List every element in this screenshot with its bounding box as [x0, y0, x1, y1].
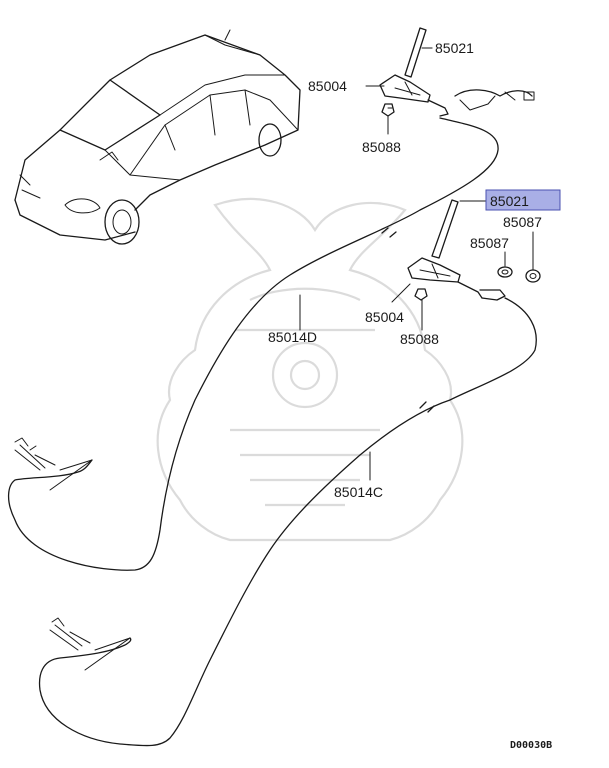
- label-85021-lower[interactable]: 85021: [490, 193, 529, 209]
- label-85088-lower[interactable]: 85088: [400, 331, 439, 347]
- label-85004-upper[interactable]: 85004: [308, 78, 347, 94]
- label-85014d[interactable]: 85014D: [268, 329, 317, 345]
- label-85087-b[interactable]: 85087: [470, 235, 509, 251]
- antenna-rod-upper: [404, 27, 427, 78]
- label-85088-upper[interactable]: 85088: [362, 139, 401, 155]
- watermark-emblem: [156, 197, 464, 542]
- feeder-cable-85014c: [38, 297, 537, 747]
- upper-antenna-assembly: [379, 27, 535, 117]
- label-85014c[interactable]: 85014C: [334, 484, 383, 500]
- label-85087-a[interactable]: 85087: [503, 214, 542, 230]
- document-code: D00030B: [510, 740, 552, 751]
- car-illustration: [14, 29, 301, 245]
- antenna-rod-lower: [431, 199, 459, 259]
- label-85004-lower[interactable]: 85004: [365, 309, 404, 325]
- leader-lines: [299, 47, 534, 481]
- highlight-box: [485, 189, 561, 211]
- label-85021-upper[interactable]: 85021: [435, 40, 474, 56]
- feeder-cable-85014d: [7, 117, 499, 571]
